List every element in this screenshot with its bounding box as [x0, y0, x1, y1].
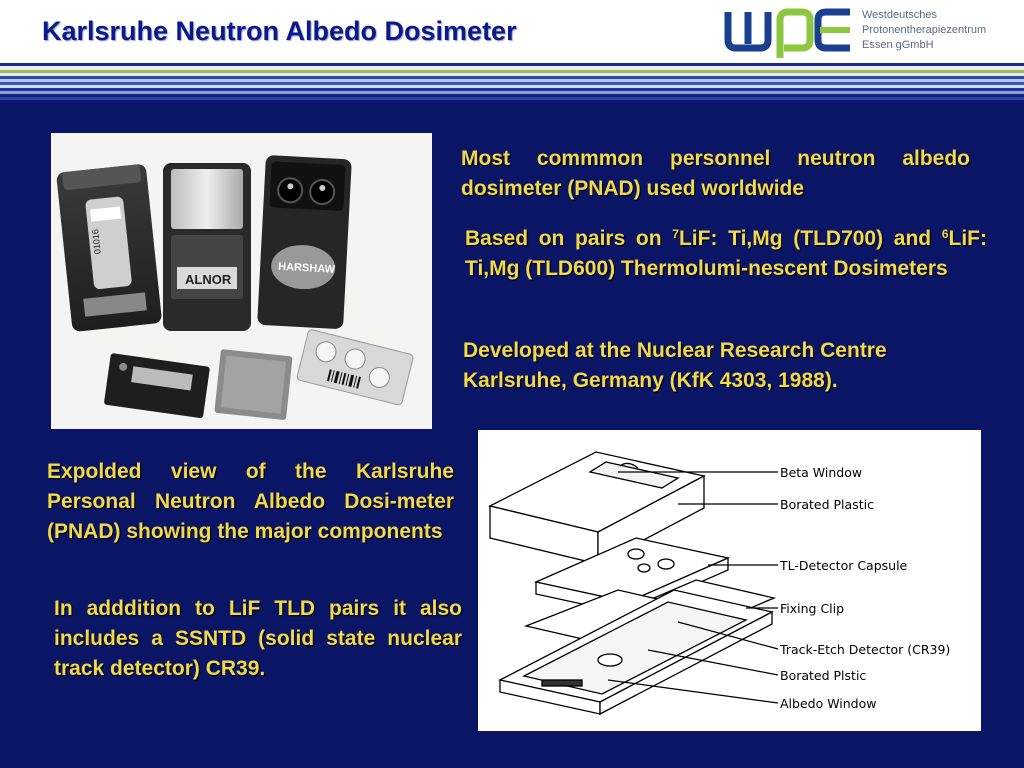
exploded-diagram-art: Beta Window Borated Plastic TL-Detector …: [488, 451, 950, 716]
paragraph-origin: Developed at the Nuclear Research Centre…: [463, 339, 887, 392]
diagram-label-beta-window: Beta Window: [780, 465, 862, 480]
lif-text-a: Based on pairs on: [465, 227, 673, 250]
page-title: Karlsruhe Neutron Albedo Dosimeter: [42, 16, 517, 46]
diagram-label-fixing-clip: Fixing Clip: [780, 601, 844, 616]
paragraph-exploded-view: Expolded view of the Karlsruhe Personal …: [47, 460, 454, 543]
logo-organization: Westdeutsches Protonentherapiezentrum Es…: [862, 8, 986, 53]
diagram-label-borated-plastic: Borated Plastic: [780, 497, 874, 512]
cover-side: [597, 474, 705, 566]
dosimeter-photo: 01016 ALNOR HARSHAW: [51, 133, 432, 429]
badge-label-alnor: ALNOR: [185, 272, 232, 287]
paragraph-lif-pairs: Based on pairs on 7LiF: Ti,Mg (TLD700) a…: [465, 224, 987, 284]
lif-text-b: LiF: Ti,Mg (TLD700) and: [678, 227, 942, 250]
diagram-label-track-etch: Track-Etch Detector (CR39): [779, 642, 950, 657]
paragraph-cr39: In adddition to LiF TLD pairs it also in…: [54, 597, 462, 680]
logo-org-line: Westdeutsches: [862, 9, 938, 21]
badge-label-harshaw: HARSHAW: [278, 261, 336, 276]
isotope-7: 7: [672, 227, 679, 241]
paragraph-pnad-usage: Most commmon personnel neutron albedo do…: [461, 147, 970, 200]
header-bar: Karlsruhe Neutron Albedo Dosimeter Westd…: [0, 0, 1024, 66]
isotope-6: 6: [941, 227, 949, 241]
dosimeter-photo-art: 01016 ALNOR HARSHAW: [56, 155, 414, 420]
wpe-logo-mark: [724, 8, 850, 58]
diagram-label-albedo-window: Albedo Window: [780, 696, 877, 711]
diagram-label-borated-plstic: Borated Plstic: [780, 668, 866, 683]
wpe-logo: Westdeutsches Protonentherapiezentrum Es…: [724, 6, 1004, 60]
logo-org-line: Essen gGmbH: [862, 39, 934, 51]
header-stripes: [0, 63, 1024, 103]
logo-org-line: Protonentherapiezentrum: [862, 24, 987, 36]
badge-id-label: 01016: [90, 229, 103, 255]
diagram-label-tl-detector: TL-Detector Capsule: [779, 558, 908, 573]
exploded-diagram: Beta Window Borated Plastic TL-Detector …: [478, 430, 981, 731]
lif-text-c: LiF: Ti,Mg (TLD600) Thermolumi-nescent D…: [465, 227, 987, 280]
